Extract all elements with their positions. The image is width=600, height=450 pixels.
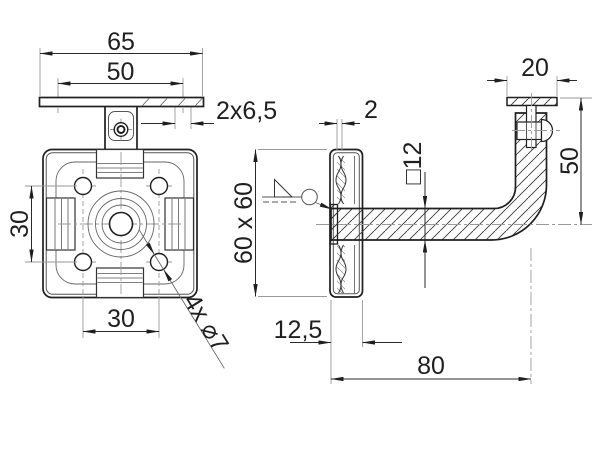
weld-arrow (319, 202, 333, 210)
rib-top (95, 148, 145, 179)
dim-text-2: 2 (364, 96, 378, 124)
saddle-plate-top (38, 96, 205, 108)
elastic-pad-wavy-lines (335, 155, 347, 294)
center-boss (87, 190, 155, 258)
dim-drop-height: 50 (556, 97, 592, 225)
weld-symbol (262, 178, 333, 210)
dim-text-30-h: 30 (107, 305, 135, 333)
stem-hole-inner (116, 125, 126, 134)
dim-slot-holes: 2x6,5 (141, 97, 277, 126)
saddle-hatch-ticks (141, 98, 203, 107)
callout-arrow (163, 269, 173, 282)
top-view: 65 50 2x6,5 (38, 28, 277, 150)
dim-plate-depth: 12,5 (274, 300, 402, 384)
dim-text-sq12: □12 (399, 142, 427, 185)
dim-text-50: 50 (107, 58, 135, 86)
center-hole (108, 211, 134, 237)
dim-plate-size: 60 x 60 (230, 149, 327, 297)
dim-text-80: 80 (417, 352, 445, 380)
dim-overall-width: 65 (39, 28, 203, 96)
dim-text-30-v: 30 (6, 210, 34, 238)
dim-hole-spacing-vertical: 30 (6, 185, 77, 263)
rib-bottom (95, 267, 145, 299)
dim-hole-spacing: 50 (57, 58, 184, 96)
dim-text-125: 12,5 (274, 316, 323, 344)
dim-text-4x7: 4x ⌀7 (178, 289, 234, 357)
callout-arrow (145, 242, 155, 255)
fillet-weld-triangle (274, 178, 294, 198)
stem (104, 106, 138, 150)
dim-text-65: 65 (107, 28, 135, 56)
dim-text-20: 20 (521, 54, 549, 82)
weld-all-around-circle (301, 188, 318, 206)
dim-text-60x60: 60 x 60 (230, 182, 258, 264)
dim-reach: 80 (330, 352, 532, 382)
front-view: 30 30 4x ⌀7 (6, 148, 234, 369)
saddle-plate-section (506, 96, 558, 107)
dim-hole-spacing-horizontal: 30 (82, 305, 160, 334)
dim-arm-section: □12 (399, 142, 428, 288)
side-view: 2 60 x 60 □12 12,5 80 (230, 54, 592, 384)
dim-text-50-side: 50 (556, 147, 584, 175)
dim-pad-thickness: 2 (319, 96, 378, 150)
dim-saddle-width: 20 (487, 54, 577, 96)
dim-text-2x65: 2x6,5 (216, 97, 277, 125)
